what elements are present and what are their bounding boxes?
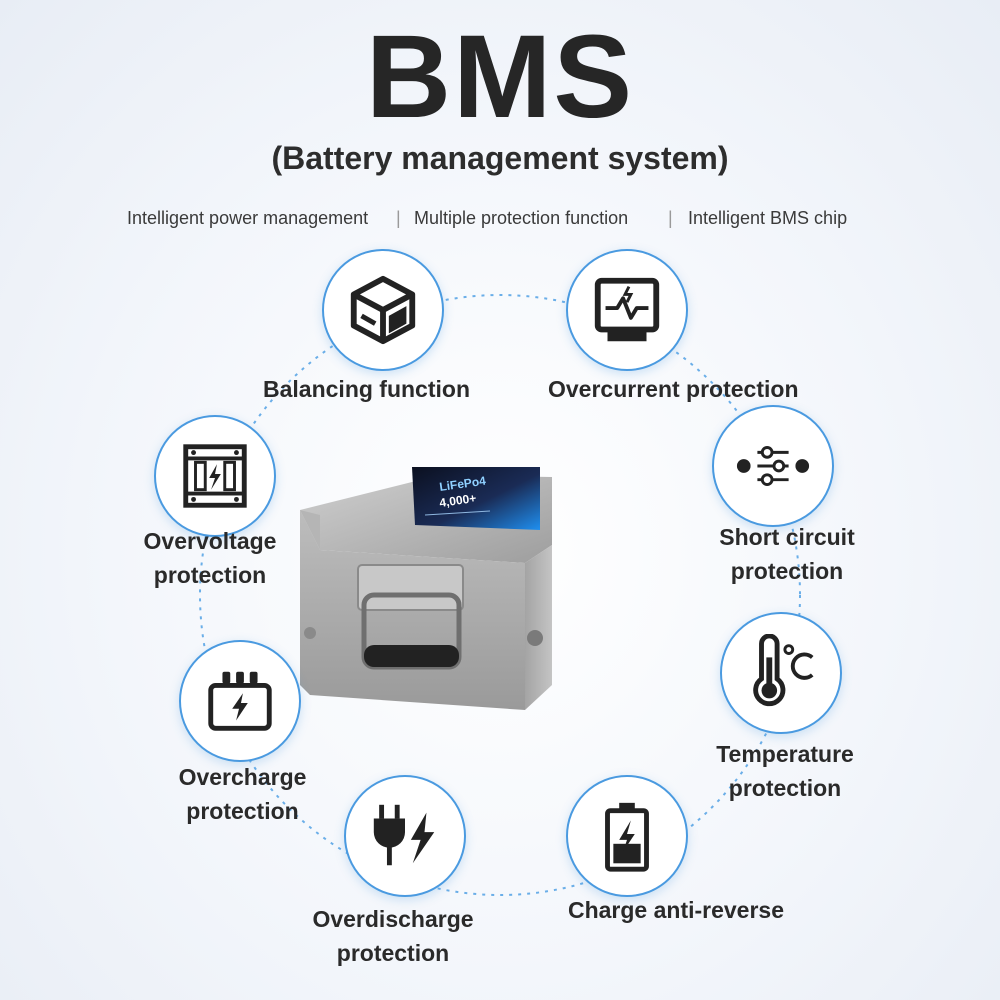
node-overcharge — [179, 640, 301, 762]
circuit-sliders-icon — [736, 446, 810, 486]
node-anti-reverse — [566, 775, 688, 897]
node-balancing — [322, 249, 444, 371]
battery-pack-image: LiFePo4 4,000+ — [300, 467, 552, 710]
battery-model: 4,000+ — [438, 491, 477, 510]
thermometer-celsius-icon — [753, 634, 814, 707]
battery-side — [525, 545, 552, 710]
node-overvoltage — [154, 415, 276, 537]
node-temperature — [720, 612, 842, 734]
monitor-pulse-icon — [594, 277, 660, 342]
cube-icon — [350, 275, 416, 345]
label-temperature: Temperature protection — [716, 741, 854, 801]
cabinet-bolt-icon — [183, 444, 247, 508]
separator: | — [668, 208, 673, 228]
battery-bolt-icon — [208, 671, 272, 731]
feature-bar: Intelligent power management | Multiple … — [0, 208, 1000, 238]
node-overcurrent — [566, 249, 688, 371]
label-short-circuit: Short circuit protection — [719, 524, 855, 584]
page-subtitle: (Battery management system) — [271, 140, 729, 176]
feature-power-management: Intelligent power management — [127, 208, 369, 228]
plug-bolt-icon — [373, 804, 435, 866]
node-short-circuit — [712, 405, 834, 527]
label-overcurrent: Overcurrent protection — [548, 376, 799, 402]
separator: | — [396, 208, 401, 228]
label-overvoltage: Overvoltage protection — [143, 528, 277, 588]
label-anti-reverse: Charge anti-reverse — [567, 897, 785, 923]
node-overdischarge — [344, 775, 466, 897]
label-overdischarge: Overdischarge protection — [312, 906, 474, 966]
label-balancing: Balancing function — [263, 376, 470, 402]
battery-vertical-bolt-icon — [605, 802, 649, 872]
feature-protection: Multiple protection function — [414, 208, 629, 228]
feature-bms-chip: Intelligent BMS chip — [688, 208, 848, 228]
handle-plate — [357, 564, 464, 611]
label-overcharge: Overcharge protection — [178, 764, 307, 824]
battery-brand: LiFePo4 — [438, 474, 486, 494]
page-title: BMS — [365, 11, 635, 143]
